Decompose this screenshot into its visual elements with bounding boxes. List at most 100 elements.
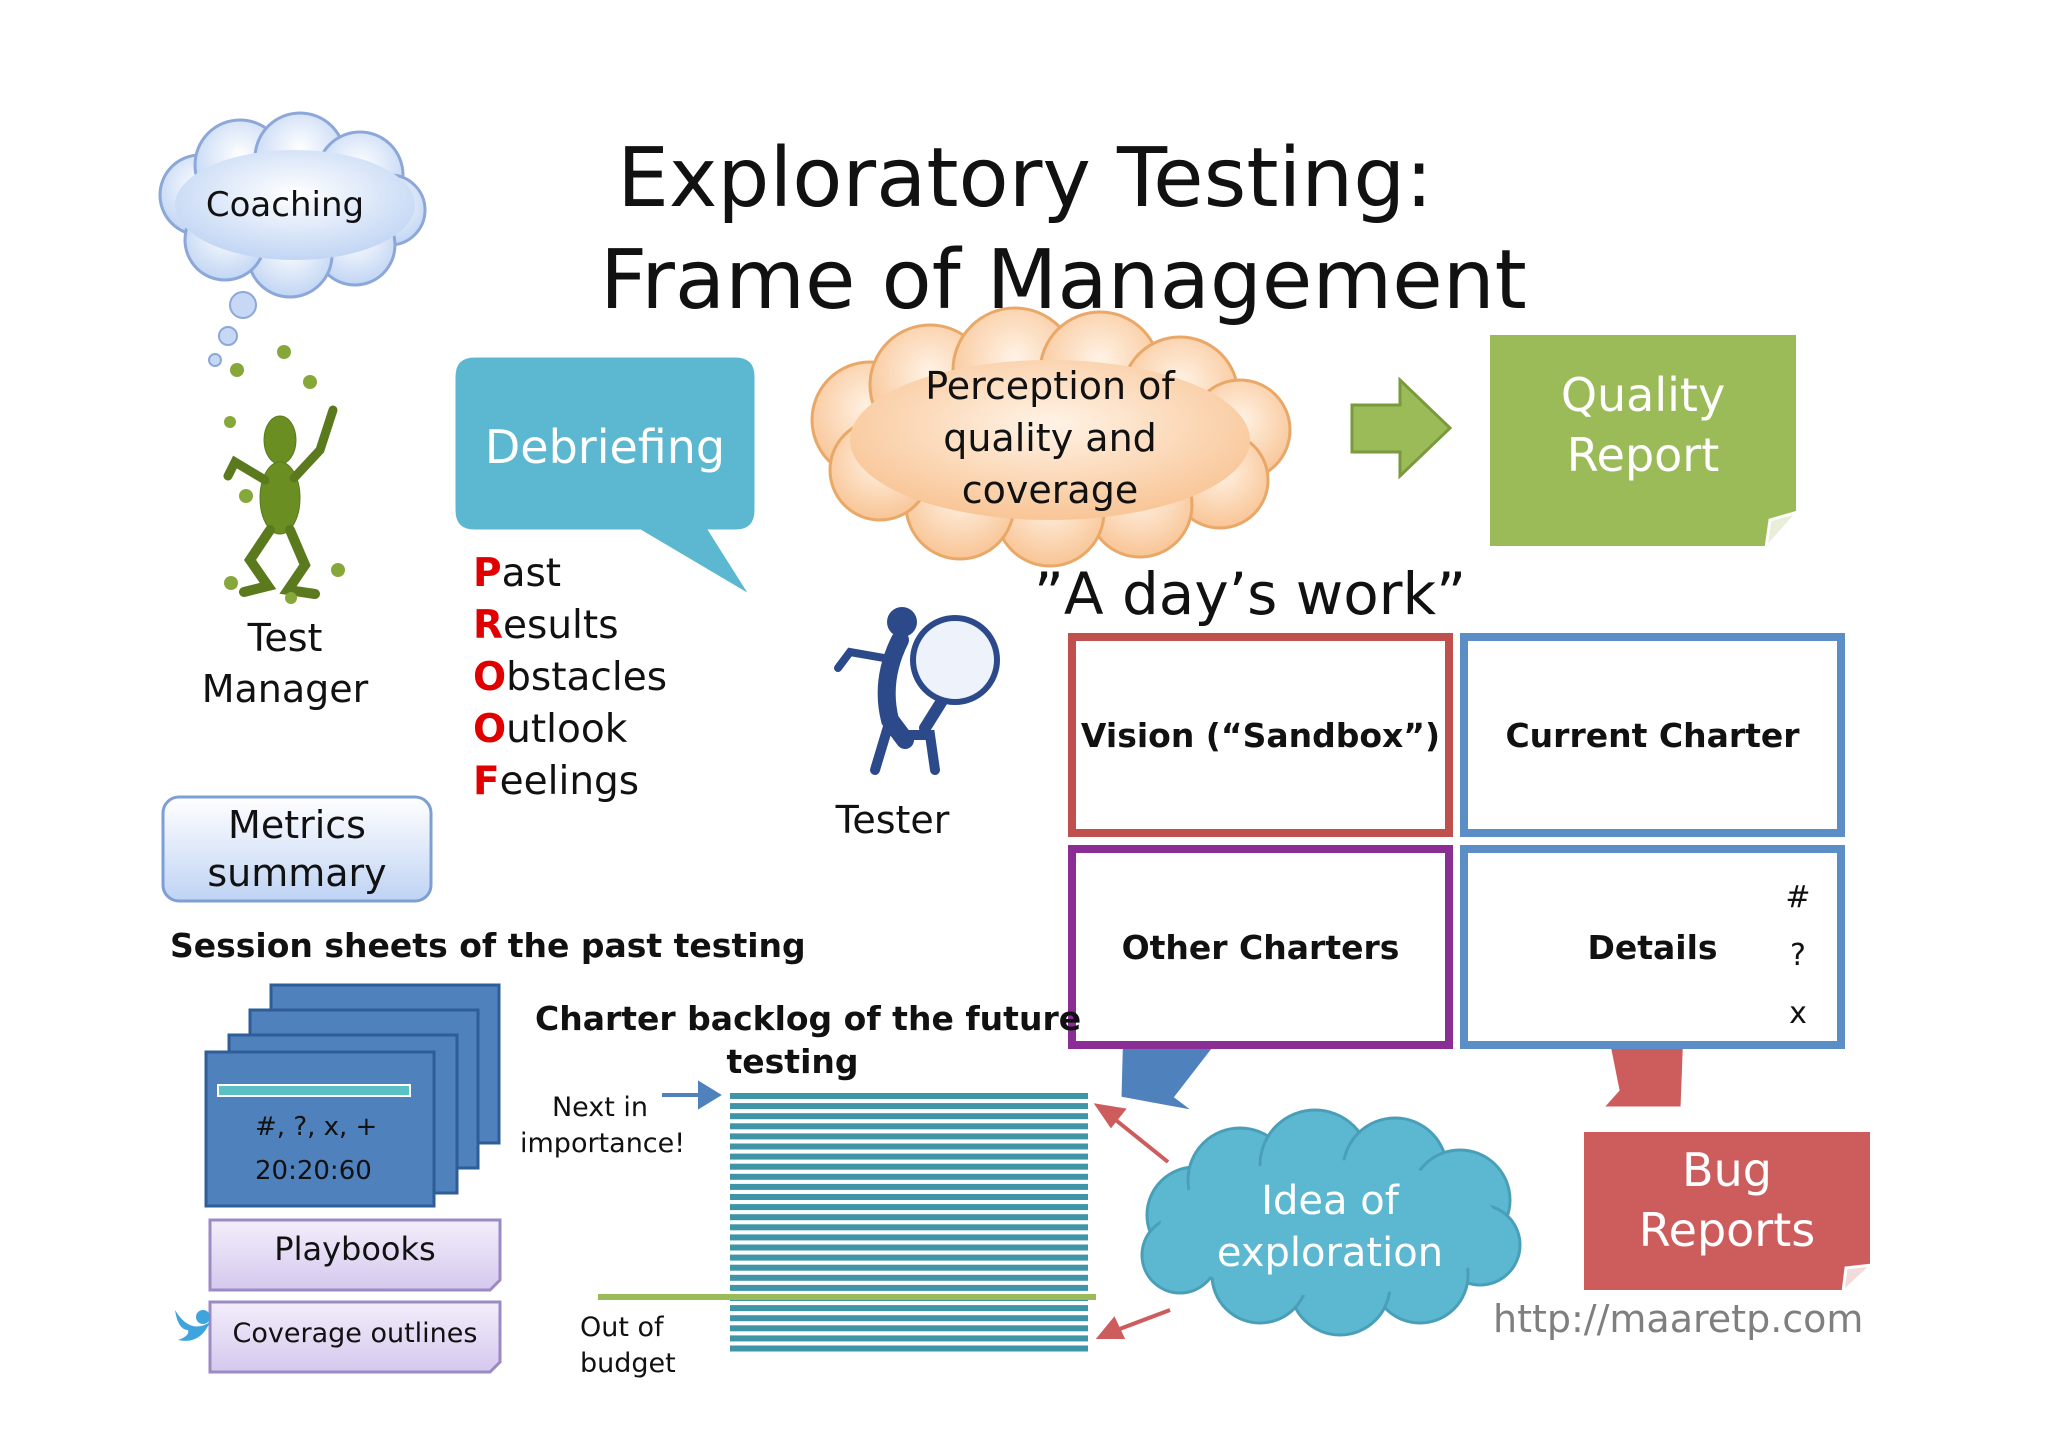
- charter-backlog-heading-line-2: testing: [726, 1041, 859, 1081]
- backlog-charter-row: [730, 1325, 1088, 1332]
- title-line-1: Exploratory Testing:: [617, 131, 1433, 226]
- backlog-charter-row: [730, 1123, 1088, 1130]
- idea-to-backlog-arrow-bottom: [1095, 1308, 1171, 1339]
- backlog-charter-row: [730, 1113, 1088, 1120]
- bug-reports-label: Bug Reports: [1582, 1140, 1872, 1260]
- next-in-importance-label: Next in importance!: [520, 1090, 686, 1161]
- backlog-charter-row: [730, 1194, 1088, 1200]
- session-sheet-time: 20:20:60: [255, 1156, 372, 1186]
- charter-backlog-heading: Charter backlog of the future testing: [535, 998, 1082, 1084]
- coverage-outlines-label: Coverage outlines: [232, 1318, 478, 1349]
- source-url[interactable]: http://maaretp.com: [1493, 1297, 1864, 1341]
- detail-mark-x: x: [1789, 996, 1807, 1031]
- metrics-summary-line-1: Metrics: [228, 803, 366, 847]
- proof-list: Past Results Obstacles Outlook Feelings: [473, 548, 723, 808]
- budget-label-line-1: Out of: [580, 1312, 664, 1343]
- proof-item-obstacles: Obstacles: [473, 655, 668, 700]
- tester-figure: [834, 607, 1000, 775]
- playbooks-note: [208, 1218, 502, 1292]
- next-label-line-1: Next in: [551, 1092, 649, 1123]
- debriefing-callout: [450, 352, 760, 603]
- session-sheet-marks: #, ?, x, +: [255, 1112, 378, 1142]
- backlog-charter-row: [730, 1224, 1088, 1231]
- quality-report-line-1: Quality: [1560, 368, 1726, 422]
- title-line-2: Frame of Management: [600, 233, 1527, 328]
- green-arrow: [1350, 376, 1453, 480]
- backlog-charter-row: [730, 1153, 1088, 1160]
- backlog-charter-row: [730, 1284, 1088, 1291]
- details-quadrant: Details # ? x: [1460, 845, 1845, 1049]
- coverage-outlines-note: [208, 1300, 502, 1374]
- idea-to-backlog-arrow-top: [1093, 1103, 1170, 1164]
- idea-label: Idea of exploration: [1190, 1175, 1470, 1279]
- backlog-charter-row: [730, 1335, 1088, 1342]
- backlog-charter-row: [730, 1143, 1088, 1150]
- backlog-charter-row: [730, 1264, 1088, 1271]
- charter-backlog-heading-line-1: Charter backlog of the future: [535, 999, 1082, 1038]
- test-manager-figure: [223, 405, 338, 599]
- days-work-label: ”A day’s work”: [1033, 560, 1467, 628]
- page-title: Exploratory Testing: Frame of Management: [600, 131, 1527, 328]
- out-of-budget-label: Out of budget: [580, 1310, 685, 1381]
- backlog-charter-row: [730, 1093, 1088, 1099]
- metrics-summary-box: [161, 795, 433, 903]
- perception-line-2: quality and: [943, 416, 1157, 460]
- perception-line-3: coverage: [961, 468, 1139, 512]
- other-charters-label: Other Charters: [1121, 927, 1400, 967]
- proof-item-results: Results: [473, 603, 619, 648]
- thought-bubbles: [208, 291, 257, 367]
- perception-label: Perception of quality and coverage: [885, 360, 1215, 516]
- backlog-charter-row: [730, 1254, 1088, 1261]
- bird-icon: [175, 1310, 210, 1341]
- next-arrow: [662, 1080, 722, 1110]
- current-charter-quadrant: Current Charter: [1460, 633, 1845, 837]
- quality-report-note: [1486, 331, 1803, 553]
- playbooks-label: Playbooks: [274, 1230, 436, 1268]
- backlog-charter-row: [730, 1183, 1088, 1190]
- proof-item-outlook: Outlook: [473, 707, 628, 752]
- backlog-charter-row: [730, 1345, 1088, 1352]
- metrics-summary: Metrics summary: [163, 801, 431, 897]
- vision-quadrant-label: Vision (“Sandbox”): [1080, 715, 1441, 755]
- backlog-charter-row: [730, 1173, 1088, 1180]
- backlog-charter-row: [730, 1163, 1088, 1170]
- quality-report-line-2: Report: [1566, 428, 1720, 482]
- metrics-summary-line-2: summary: [207, 851, 387, 895]
- detail-mark-question: ?: [1790, 938, 1806, 973]
- bug-reports-line-2: Reports: [1638, 1203, 1816, 1257]
- idea-cloud: [1140, 1108, 1522, 1337]
- next-label-line-2: importance!: [520, 1127, 686, 1159]
- vision-quadrant: Vision (“Sandbox”): [1068, 633, 1453, 837]
- session-sheet-header-bar: [217, 1084, 411, 1097]
- quality-report-label: Quality Report: [1488, 365, 1798, 485]
- backlog-charter-row: [730, 1274, 1088, 1281]
- backlog-charter-row: [730, 1133, 1088, 1140]
- backlog-charter-row: [730, 1305, 1088, 1312]
- backlog-charter-row: [730, 1315, 1088, 1322]
- juggling-balls: [224, 345, 345, 604]
- test-manager-label-line-2: Manager: [201, 666, 369, 711]
- perception-cloud: [810, 306, 1292, 568]
- tester-label: Tester: [835, 798, 950, 842]
- session-sheets-stack: [204, 983, 501, 1208]
- perception-line-1: Perception of: [925, 364, 1175, 408]
- backlog-charter-row: [730, 1204, 1088, 1211]
- proof-item-feelings: Feelings: [473, 759, 640, 804]
- test-manager-label-line-1: Test: [247, 616, 323, 660]
- other-charters-quadrant: Other Charters: [1068, 845, 1453, 1049]
- budget-label-line-2: budget: [580, 1347, 676, 1379]
- idea-line-1: Idea of: [1261, 1178, 1399, 1224]
- current-charter-label: Current Charter: [1505, 715, 1800, 755]
- backlog-charter-row: [730, 1234, 1088, 1241]
- coaching-cloud: [158, 111, 427, 299]
- details-label: Details: [1587, 927, 1718, 967]
- backlog-charter-row: [730, 1244, 1088, 1251]
- proof-item-past: Past: [473, 551, 562, 596]
- debriefing-label: Debriefing: [484, 420, 726, 474]
- backlog-charter-row: [730, 1103, 1088, 1110]
- detail-mark-hash: #: [1785, 880, 1811, 915]
- session-sheet-text: #, ?, x, + 20:20:60: [255, 1105, 377, 1193]
- charter-backlog-stack: [730, 1093, 1088, 1352]
- coaching-label: Coaching: [205, 185, 365, 225]
